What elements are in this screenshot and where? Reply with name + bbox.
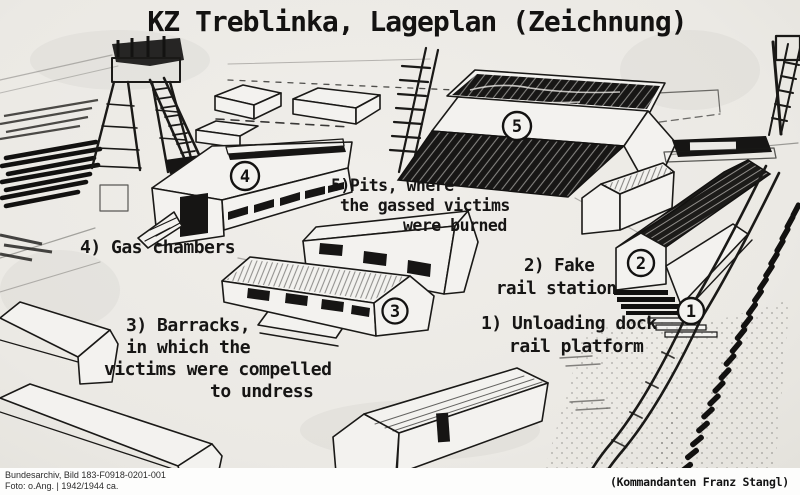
marker-5-label: 5 — [512, 117, 522, 137]
label-fake-station-line2: rail station — [496, 279, 616, 299]
label-pits-line3: were burned — [403, 216, 507, 235]
archive-id: Bundesarchiv, Bild 183-F0918-0201-001 — [5, 470, 166, 480]
label-pits-line2: the gassed victims — [340, 196, 510, 215]
rails — [591, 164, 781, 468]
label-barracks-line1: 3) Barracks, — [126, 315, 250, 336]
drawing-paper: 4 5 — [0, 0, 800, 468]
label-fake-station-line1: 2) Fake — [524, 256, 594, 276]
photo-credit: Foto: o.Ang. | 1942/1944 ca. — [5, 480, 119, 491]
label-barracks-line4: to undress — [210, 381, 313, 402]
marker-2-label: 2 — [636, 254, 646, 274]
undressing-barracks: 3 — [221, 210, 479, 347]
label-unloading-line2: rail platform — [509, 336, 644, 357]
label-pits-line1: 5)Pits, where — [331, 176, 454, 195]
marker-3-label: 3 — [390, 302, 400, 322]
watchtower-right — [663, 34, 800, 163]
caption-strip: Bundesarchiv, Bild 183-F0918-0201-001 Fo… — [0, 468, 800, 495]
left-field-marks — [0, 98, 129, 262]
window-row — [228, 182, 344, 220]
labels: KZ Treblinka, Lageplan (Zeichnung) 5)Pit… — [80, 5, 688, 402]
marker-fake-station: 2 — [626, 248, 656, 278]
marker-4-label: 4 — [240, 167, 250, 187]
railway-track: 1 — [545, 164, 800, 468]
pit-ladder — [388, 46, 440, 176]
label-gas-chambers: 4) Gas chambers — [80, 237, 235, 258]
marker-1-label: 1 — [686, 302, 696, 322]
archive-caption: Bundesarchiv, Bild 183-F0918-0201-001 Fo… — [5, 470, 166, 491]
cremation-pits: 5 — [388, 46, 677, 198]
label-barracks-line3: victims were compelled — [104, 359, 331, 380]
label-unloading-line1: 1) Unloading dock — [481, 313, 657, 334]
marker-unloading-dock: 1 — [676, 296, 706, 326]
marker-barracks: 3 — [381, 297, 409, 325]
site-plan-drawing: 4 5 — [0, 5, 800, 468]
drawing-title: KZ Treblinka, Lageplan (Zeichnung) — [147, 5, 686, 38]
label-barracks-line2: in which the — [126, 337, 251, 358]
gas-chambers-building: 4 — [137, 138, 353, 249]
marker-gas-chambers: 4 — [229, 160, 261, 192]
marker-pits: 5 — [501, 110, 533, 142]
commandant-note: (Kommandanten Franz Stangl) — [610, 475, 789, 489]
foreground-barracks — [0, 301, 549, 468]
